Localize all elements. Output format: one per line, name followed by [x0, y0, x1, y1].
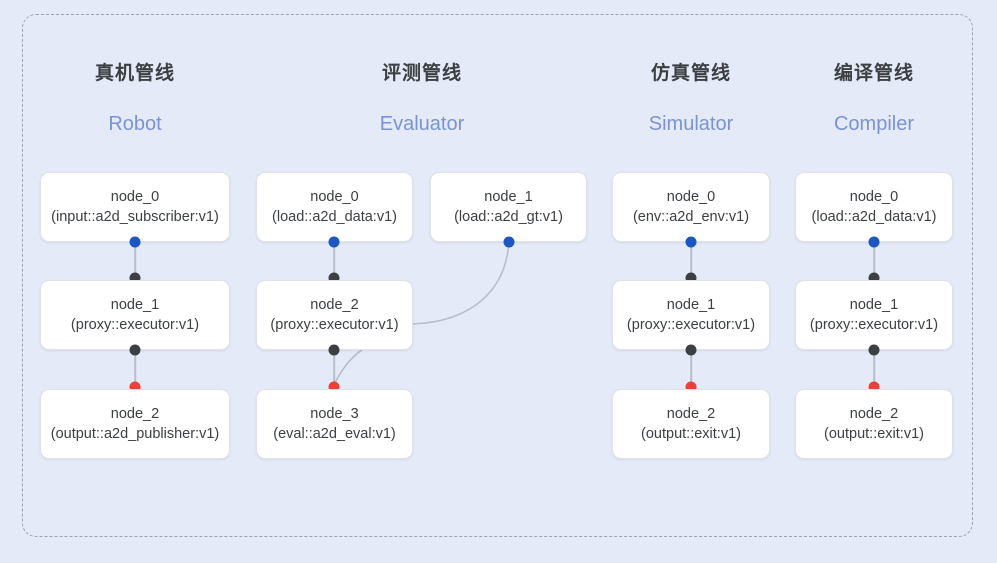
node-evaluator-3[interactable]: node_3 (eval::a2d_eval:v1) — [256, 389, 413, 459]
node-compiler-2[interactable]: node_2 (output::exit:v1) — [795, 389, 953, 459]
edge-gt-to-executor — [411, 240, 510, 325]
port-simulator-1-output[interactable] — [685, 344, 697, 356]
node-compiler-0-spec: (load::a2d_data:v1) — [811, 209, 937, 225]
port-robot-1-output[interactable] — [129, 344, 141, 356]
node-evaluator-2[interactable]: node_2 (proxy::executor:v1) — [256, 280, 413, 350]
port-evaluator-2-input[interactable] — [328, 272, 340, 284]
node-simulator-0-spec: (env::a2d_env:v1) — [632, 209, 750, 225]
node-simulator-1-name: node_1 — [666, 297, 716, 313]
column-title-cn-robot: 真机管线 — [94, 63, 175, 84]
node-evaluator-0[interactable]: node_0 (load::a2d_data:v1) — [256, 172, 413, 242]
node-robot-0-name: node_0 — [110, 189, 160, 205]
node-robot-1[interactable]: node_1 (proxy::executor:v1) — [40, 280, 230, 350]
column-title-en-evaluator: Evaluator — [379, 113, 465, 135]
node-compiler-2-spec: (output::exit:v1) — [824, 426, 924, 442]
node-evaluator-3-spec: (eval::a2d_eval:v1) — [273, 426, 396, 442]
edge-compiler-0-1 — [873, 241, 875, 278]
column-header-compiler: 编译管线 Compiler — [774, 62, 974, 136]
column-title-en-simulator: Simulator — [648, 113, 734, 135]
edge-compiler-1-2 — [873, 349, 875, 387]
column-title-en-robot: Robot — [108, 113, 162, 135]
node-robot-2[interactable]: node_2 (output::a2d_publisher:v1) — [40, 389, 230, 459]
port-robot-1-input[interactable] — [129, 272, 141, 284]
edge-robot-1-2 — [134, 349, 136, 387]
node-evaluator-0-name: node_0 — [310, 189, 359, 205]
node-evaluator-3-name: node_3 — [310, 406, 359, 422]
node-simulator-1-spec: (proxy::executor:v1) — [626, 317, 756, 333]
node-compiler-2-name: node_2 — [849, 406, 899, 422]
port-robot-0-output[interactable] — [129, 236, 141, 248]
node-evaluator-2-spec: (proxy::executor:v1) — [270, 317, 399, 333]
node-robot-0[interactable]: node_0 (input::a2d_subscriber:v1) — [40, 172, 230, 242]
port-robot-2-input[interactable] — [129, 381, 141, 393]
column-title-cn-simulator: 仿真管线 — [650, 63, 731, 84]
column-header-robot: 真机管线 Robot — [35, 62, 235, 136]
node-robot-0-spec: (input::a2d_subscriber:v1) — [51, 209, 219, 225]
node-simulator-0-name: node_0 — [666, 189, 716, 205]
node-evaluator-gt-name: node_1 — [484, 189, 533, 205]
node-simulator-2-name: node_2 — [666, 406, 716, 422]
node-robot-2-spec: (output::a2d_publisher:v1) — [50, 426, 220, 442]
column-header-simulator: 仿真管线 Simulator — [591, 62, 791, 136]
column-header-evaluator: 评测管线 Evaluator — [322, 62, 522, 136]
node-simulator-0[interactable]: node_0 (env::a2d_env:v1) — [612, 172, 770, 242]
node-simulator-2-spec: (output::exit:v1) — [641, 426, 741, 442]
node-robot-1-name: node_1 — [110, 297, 160, 313]
node-simulator-1[interactable]: node_1 (proxy::executor:v1) — [612, 280, 770, 350]
port-evaluator-3-input[interactable] — [328, 381, 340, 393]
node-compiler-0[interactable]: node_0 (load::a2d_data:v1) — [795, 172, 953, 242]
port-evaluator-0-output[interactable] — [328, 236, 340, 248]
node-simulator-2[interactable]: node_2 (output::exit:v1) — [612, 389, 770, 459]
node-compiler-1-name: node_1 — [849, 297, 899, 313]
node-evaluator-gt[interactable]: node_1 (load::a2d_gt:v1) — [430, 172, 587, 242]
node-robot-2-name: node_2 — [110, 406, 160, 422]
node-compiler-0-name: node_0 — [849, 189, 899, 205]
node-evaluator-0-spec: (load::a2d_data:v1) — [272, 209, 397, 225]
column-title-cn-compiler: 编译管线 — [833, 63, 914, 84]
edge-robot-0-1 — [134, 241, 136, 278]
port-compiler-1-output[interactable] — [868, 344, 880, 356]
port-simulator-2-input[interactable] — [685, 381, 697, 393]
node-evaluator-gt-spec: (load::a2d_gt:v1) — [454, 209, 563, 225]
edge-simulator-1-2 — [690, 349, 692, 387]
port-compiler-0-output[interactable] — [868, 236, 880, 248]
port-compiler-2-input[interactable] — [868, 381, 880, 393]
node-evaluator-2-name: node_2 — [310, 297, 359, 313]
node-compiler-1[interactable]: node_1 (proxy::executor:v1) — [795, 280, 953, 350]
node-robot-1-spec: (proxy::executor:v1) — [70, 317, 200, 333]
port-compiler-1-input[interactable] — [868, 272, 880, 284]
edge-evaluator-0-2 — [333, 241, 335, 278]
port-evaluator-gt-output[interactable] — [503, 236, 515, 248]
port-simulator-0-output[interactable] — [685, 236, 697, 248]
edge-simulator-0-1 — [690, 241, 692, 278]
port-simulator-1-input[interactable] — [685, 272, 697, 284]
column-title-en-compiler: Compiler — [833, 113, 915, 135]
column-title-cn-evaluator: 评测管线 — [381, 63, 462, 84]
node-compiler-1-spec: (proxy::executor:v1) — [809, 317, 939, 333]
port-evaluator-2-output[interactable] — [328, 344, 340, 356]
